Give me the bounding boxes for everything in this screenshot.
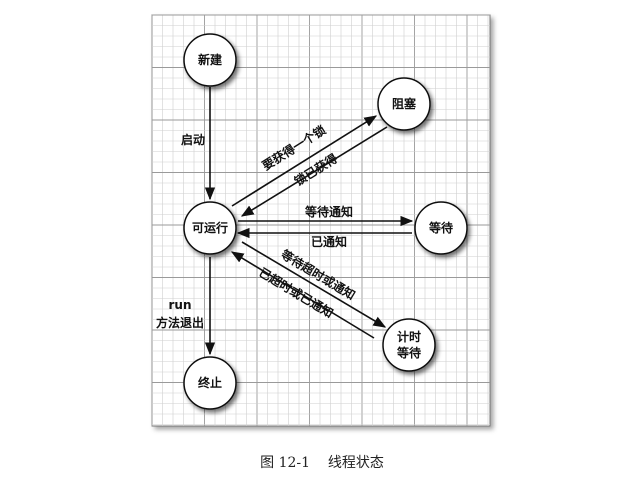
state-label: 等待 xyxy=(428,220,453,235)
state-circle xyxy=(183,356,237,410)
state-label: 新建 xyxy=(198,52,223,67)
state-nodes: 新建阻塞可运行等待计时等待终止 xyxy=(183,33,468,410)
state-circle xyxy=(183,33,237,87)
transition-label-wait-notify: 等待通知 xyxy=(304,204,353,219)
figure-caption: 图 12-1 线程状态 xyxy=(260,455,384,471)
state-circle xyxy=(414,201,468,255)
thread-state-diagram: 启动要获得一个锁锁已获得等待通知已通知等待超时或通知已超时或已通知run方法退出… xyxy=(151,14,491,427)
state-label: 计时 xyxy=(397,329,421,344)
arrow-runnable-to-blocked xyxy=(231,115,378,207)
state-label: 阻塞 xyxy=(392,96,417,111)
transition-label-notified: 已通知 xyxy=(311,234,347,249)
transition-label-text: 等待通知 xyxy=(304,204,353,219)
transition-label-text: 启动 xyxy=(181,132,205,147)
state-label: 等待 xyxy=(396,345,421,360)
transition-label-run-exit: run 方法退出 xyxy=(156,298,204,330)
state-node-blocked: 阻塞 xyxy=(377,77,431,131)
arrow-runnable-to-timed-waiting xyxy=(241,241,387,328)
state-node-waiting: 等待 xyxy=(414,201,468,255)
state-circle xyxy=(377,77,431,131)
state-node-runnable: 可运行 xyxy=(183,201,237,255)
transition-label-start: 启动 xyxy=(181,132,205,147)
state-circle xyxy=(382,318,436,372)
state-node-terminated: 终止 xyxy=(183,356,237,410)
state-label: 终止 xyxy=(198,375,222,390)
arrow-blocked-to-runnable xyxy=(240,126,388,217)
transition-label-text: run xyxy=(168,298,191,312)
state-label: 可运行 xyxy=(192,220,228,235)
transition-label-text: 方法退出 xyxy=(156,315,204,330)
arrow-timed-waiting-to-runnable xyxy=(230,251,375,339)
state-node-new: 新建 xyxy=(183,33,237,87)
transition-label-text: 已通知 xyxy=(311,234,347,249)
state-circle xyxy=(183,201,237,255)
